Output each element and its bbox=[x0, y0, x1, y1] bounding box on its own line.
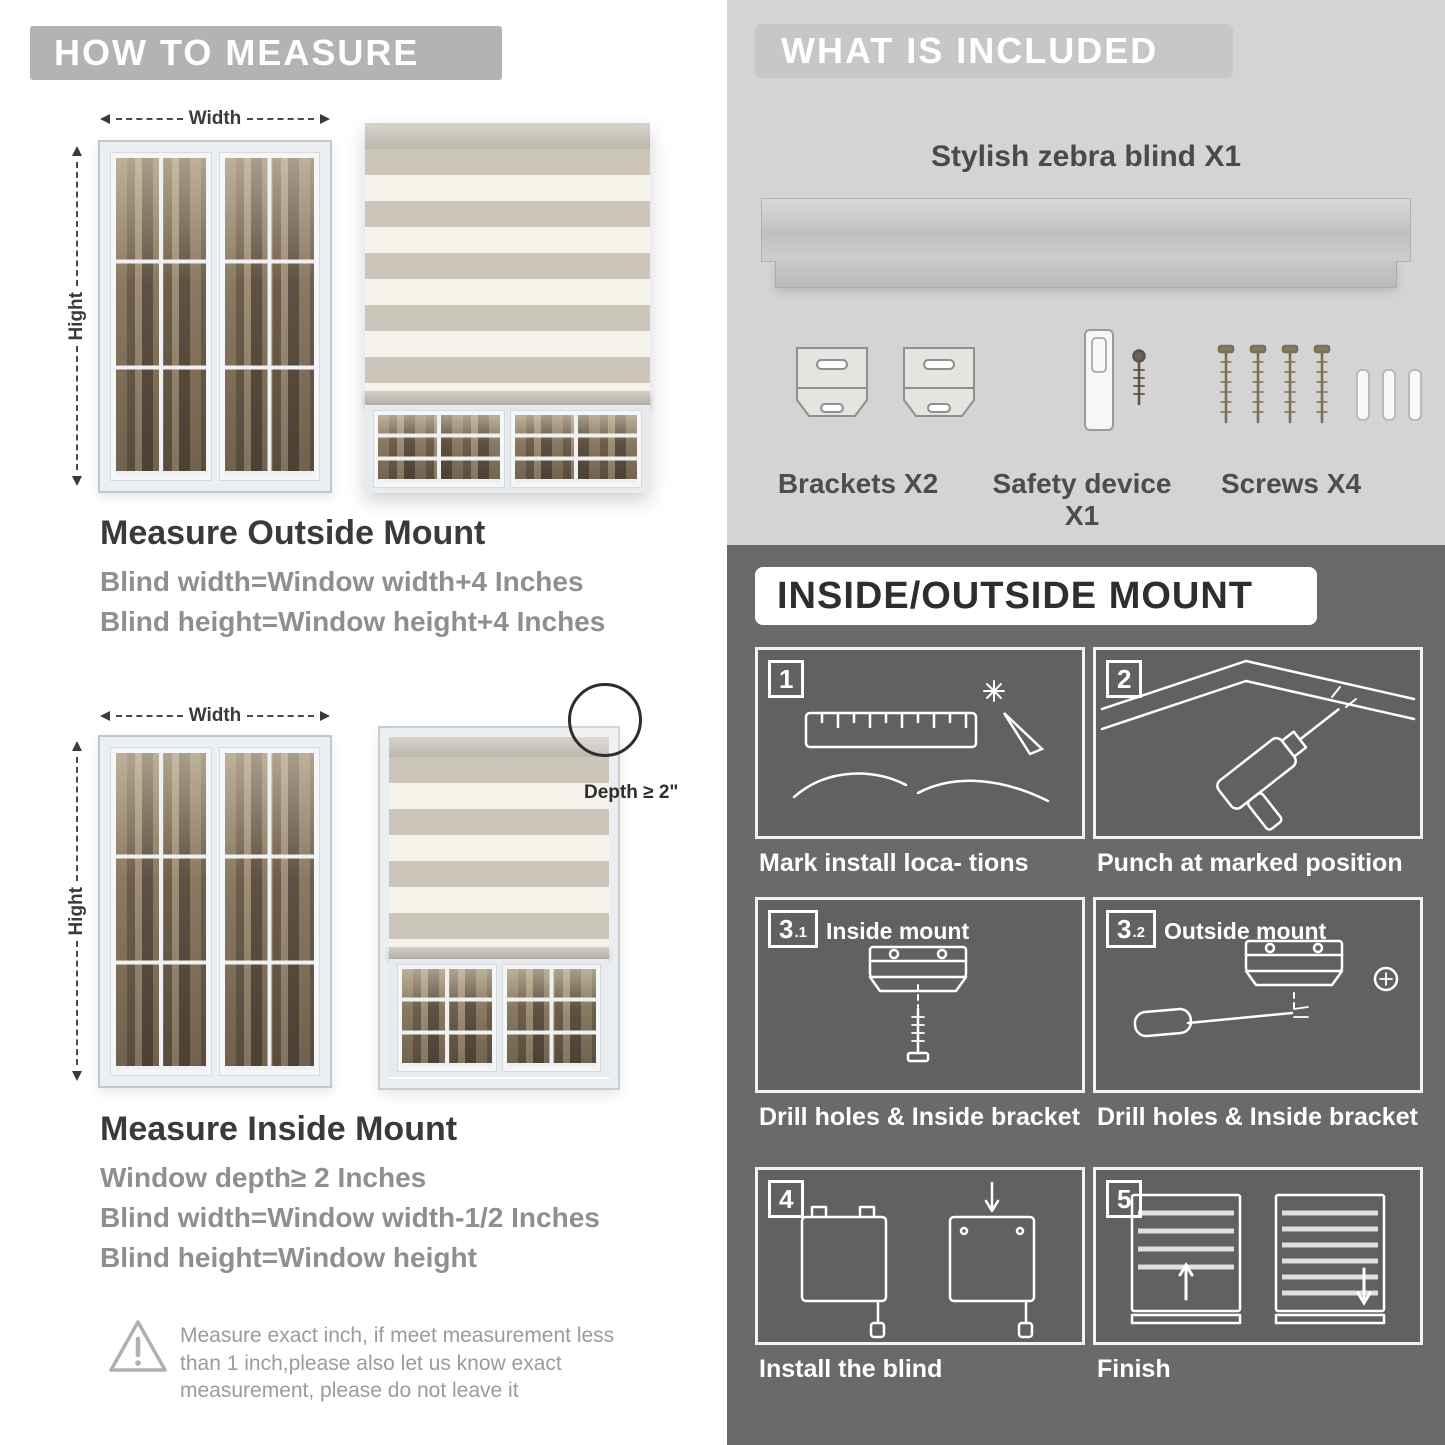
step-number-badge: 3.2 bbox=[1106, 910, 1156, 948]
blind-stripes bbox=[389, 757, 609, 947]
step-caption-1: Mark install loca- tions bbox=[759, 849, 1029, 877]
height-arrow: Hight bbox=[66, 146, 88, 486]
brackets-image bbox=[796, 347, 975, 417]
window-sash bbox=[111, 748, 211, 1075]
step-panel-2: 2 bbox=[1093, 647, 1423, 839]
how-to-measure-section: HOW TO MEASURE Width Hight Measure Outsi… bbox=[0, 0, 712, 1445]
window-sash bbox=[219, 748, 319, 1075]
blind-stripes bbox=[365, 149, 650, 391]
arrow-dash bbox=[76, 757, 78, 881]
arrow-dash bbox=[76, 162, 78, 286]
window-below-blind bbox=[389, 959, 609, 1077]
mount-header: INSIDE/OUTSIDE MOUNT bbox=[755, 567, 1317, 625]
drill-illustration bbox=[1100, 659, 1416, 831]
window-sash bbox=[374, 411, 504, 487]
width-arrow: Width bbox=[100, 705, 330, 727]
inside-mount-blind-illustration bbox=[378, 726, 620, 1090]
height-label: Hight bbox=[66, 886, 87, 936]
height-label: Hight bbox=[66, 291, 87, 341]
mark-locations-illustration bbox=[792, 680, 1050, 803]
arrow-dash bbox=[247, 715, 314, 717]
width-label: Width bbox=[188, 705, 242, 726]
safety-device-label: Safety device X1 bbox=[992, 468, 1172, 531]
screws-label: Screws X4 bbox=[1220, 468, 1362, 499]
width-arrow: Width bbox=[100, 108, 330, 130]
screws-image bbox=[1217, 344, 1422, 424]
step-panel-1: 1 bbox=[755, 647, 1085, 839]
blind-headrail-image bbox=[761, 198, 1411, 262]
how-to-measure-header: HOW TO MEASURE bbox=[30, 26, 502, 80]
step-panel-3-1: 3.1 Inside mount bbox=[755, 897, 1085, 1093]
blind-cassette bbox=[365, 123, 650, 149]
step-title: Inside mount bbox=[826, 918, 970, 944]
inside-mount-line1: Window depth≥ 2 Inches bbox=[100, 1162, 427, 1193]
arrow-dash bbox=[247, 118, 314, 120]
what-is-included-section: WHAT IS INCLUDED Stylish zebra blind X1 bbox=[727, 0, 1445, 545]
zebra-blind-illustration bbox=[365, 123, 650, 493]
step-panel-5: 5 bbox=[1093, 1167, 1423, 1345]
inside-mount-line3: Blind height=Window height bbox=[100, 1242, 477, 1273]
step-panel-3-2: 3.2 Outside mount bbox=[1093, 897, 1423, 1093]
inside-bracket-illustration bbox=[868, 945, 968, 1063]
step-caption-3-1: Drill holes & Inside bracket bbox=[759, 1103, 1080, 1131]
arrow-dash bbox=[116, 118, 183, 120]
step-number-badge: 4 bbox=[768, 1180, 805, 1218]
what-is-included-header: WHAT IS INCLUDED bbox=[755, 24, 1233, 78]
brackets-label: Brackets X2 bbox=[777, 468, 939, 499]
right-column: WHAT IS INCLUDED Stylish zebra blind X1 bbox=[727, 0, 1445, 1445]
mount-instructions-section: INSIDE/OUTSIDE MOUNT 1 bbox=[727, 545, 1445, 1445]
depth-callout-circle bbox=[568, 683, 642, 757]
window-sash bbox=[511, 411, 641, 487]
blind-bottom-rail bbox=[365, 391, 650, 405]
step-caption-4: Install the blind bbox=[759, 1355, 943, 1383]
window-sash bbox=[111, 153, 211, 480]
step-number-badge: 1 bbox=[768, 660, 805, 698]
step-caption-3-2: Drill holes & Inside bracket bbox=[1097, 1103, 1418, 1131]
outside-mount-line2: Blind height=Window height+4 Inches bbox=[100, 606, 606, 637]
blind-cassette bbox=[389, 737, 609, 757]
width-label: Width bbox=[188, 108, 242, 129]
window-sash bbox=[398, 965, 496, 1071]
arrow-dash bbox=[116, 715, 183, 717]
step-number-badge: 3.1 bbox=[768, 910, 818, 948]
blind-product-label: Stylish zebra blind X1 bbox=[930, 140, 1242, 173]
step-caption-2: Punch at marked position bbox=[1097, 849, 1403, 877]
arrow-dash bbox=[76, 346, 78, 471]
safety-device-image bbox=[1084, 329, 1146, 431]
measure-warning-text: Measure exact inch, if meet measurement … bbox=[180, 1324, 615, 1403]
blind-bottom-rail bbox=[389, 947, 609, 959]
warning-icon bbox=[109, 1320, 167, 1372]
window-illustration bbox=[98, 735, 332, 1088]
step-number-badge: 5 bbox=[1106, 1180, 1143, 1218]
inside-mount-line2: Blind width=Window width-1/2 Inches bbox=[100, 1202, 600, 1233]
window-sash bbox=[219, 153, 319, 480]
arrow-dash bbox=[76, 941, 78, 1066]
install-blind-illustration bbox=[800, 1181, 1036, 1339]
depth-label: Depth ≥ 2" bbox=[584, 782, 679, 803]
inside-mount-title: Measure Inside Mount bbox=[100, 1110, 458, 1148]
blind-headrail-valance bbox=[775, 261, 1397, 288]
outside-mount-line1: Blind width=Window width+4 Inches bbox=[100, 566, 584, 597]
step-caption-5: Finish bbox=[1097, 1355, 1171, 1383]
height-arrow: Hight bbox=[66, 741, 88, 1081]
outside-bracket-illustration bbox=[1133, 939, 1399, 1038]
finish-illustration bbox=[1130, 1193, 1386, 1325]
step-title: Outside mount bbox=[1164, 918, 1327, 944]
window-illustration bbox=[98, 140, 332, 493]
outside-mount-title: Measure Outside Mount bbox=[100, 514, 486, 552]
step-number-badge: 2 bbox=[1106, 660, 1143, 698]
window-below-blind bbox=[365, 405, 650, 493]
window-sash bbox=[502, 965, 600, 1071]
step-panel-4: 4 bbox=[755, 1167, 1085, 1345]
